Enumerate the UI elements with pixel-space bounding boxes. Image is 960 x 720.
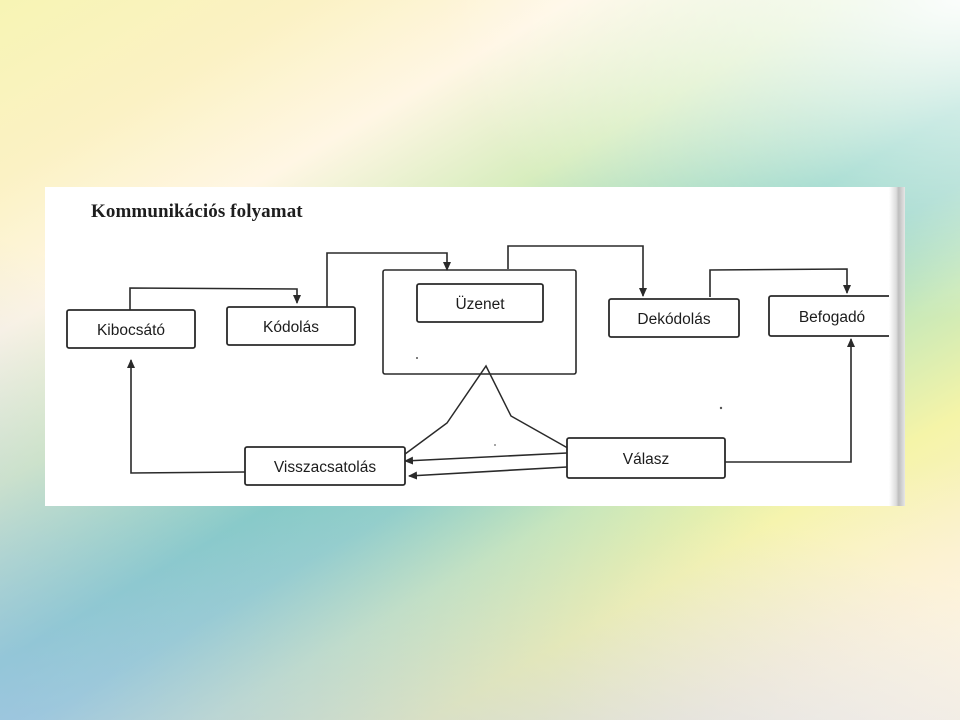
node-feedback-label: Visszacsatolás: [274, 459, 376, 476]
node-sender: Kibocsátó: [66, 309, 196, 349]
node-decoding-label: Dekódolás: [637, 311, 710, 328]
diagram-title: Kommunikációs folyamat: [91, 201, 303, 222]
node-encoding: Kódolás: [226, 306, 356, 346]
node-response-label: Válasz: [623, 451, 670, 468]
message-container-box: [382, 269, 577, 375]
node-receiver-label: Befogadó: [799, 309, 865, 326]
message-funnel-wedge: [396, 364, 574, 461]
communication-process-diagram: Kibocsátó Kódolás Üzenet Dekódolás Befog…: [66, 245, 897, 486]
scan-speck: [416, 357, 418, 359]
connector-message-to-decoding: [507, 245, 647, 297]
connector-decoding-to-receiver: [709, 268, 851, 297]
connector-sender-to-encoding: [129, 287, 301, 311]
node-response: Válasz: [566, 437, 726, 479]
node-message-label: Üzenet: [455, 295, 505, 313]
scanned-diagram-image: Kommunikációs folyamat Kibocsátó: [45, 187, 905, 506]
node-sender-label: Kibocsátó: [97, 322, 165, 339]
connector-response-to-feedback-upper: [404, 452, 568, 465]
scan-page-edge: [889, 187, 905, 506]
scan-speck: [719, 406, 723, 410]
connector-response-to-feedback-lower: [408, 466, 568, 480]
node-message: Üzenet: [416, 283, 544, 323]
node-decoding: Dekódolás: [608, 298, 740, 338]
node-receiver: Befogadó: [768, 295, 897, 337]
connector-encoding-to-message: [326, 252, 451, 307]
connector-feedback-to-sender: [127, 359, 246, 474]
node-encoding-label: Kódolás: [263, 319, 319, 336]
scan-speck: [494, 444, 496, 446]
node-feedback: Visszacsatolás: [244, 446, 406, 486]
connector-response-to-receiver: [725, 338, 855, 463]
